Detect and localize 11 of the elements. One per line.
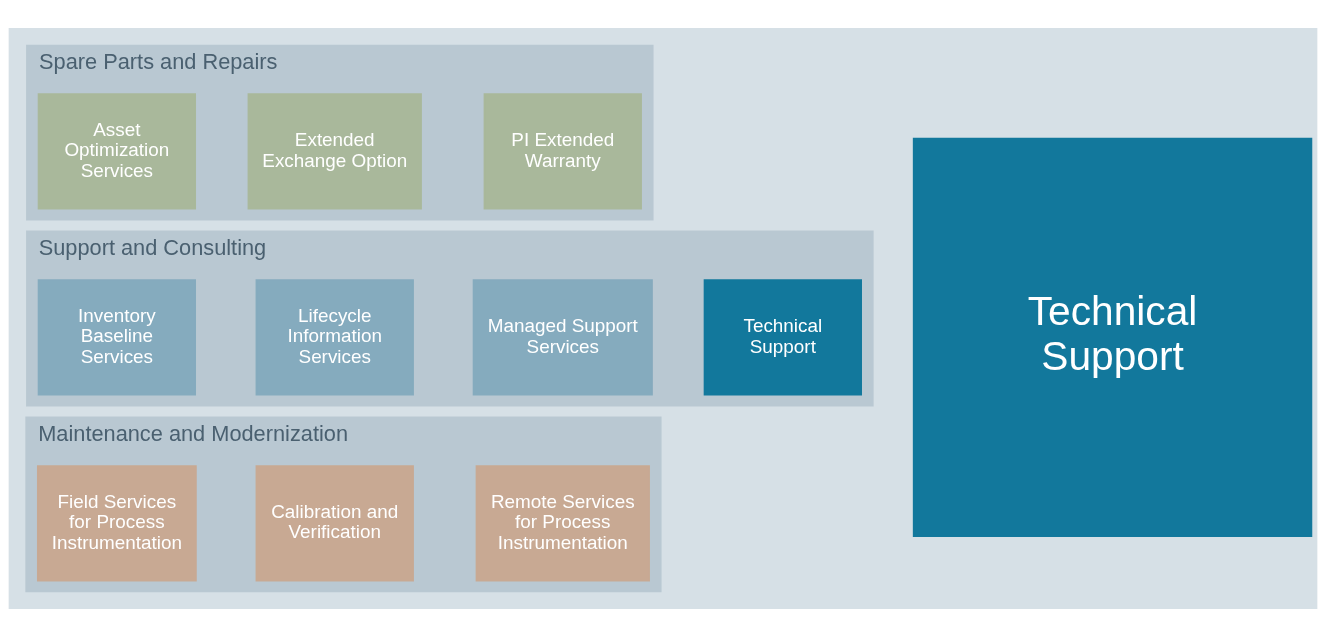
- node-box: PI Extended Warranty: [483, 92, 642, 210]
- node-box: Lifecycle Information Services: [255, 278, 414, 395]
- node-box: Remote Services for Process Instrumentation: [475, 464, 650, 581]
- node-box: Inventory Baseline Services: [37, 278, 197, 395]
- node-box: Technical Support: [703, 278, 862, 395]
- node-box: Extended Exchange Option: [247, 92, 422, 210]
- node-box: Asset Optimization Services: [37, 92, 197, 210]
- node-box: Field Services for Process Instrumentation: [36, 464, 197, 581]
- node-box: Calibration and Verification: [255, 464, 414, 581]
- node-box: Managed Support Services: [472, 278, 653, 395]
- node-box: Technical Support: [912, 137, 1313, 537]
